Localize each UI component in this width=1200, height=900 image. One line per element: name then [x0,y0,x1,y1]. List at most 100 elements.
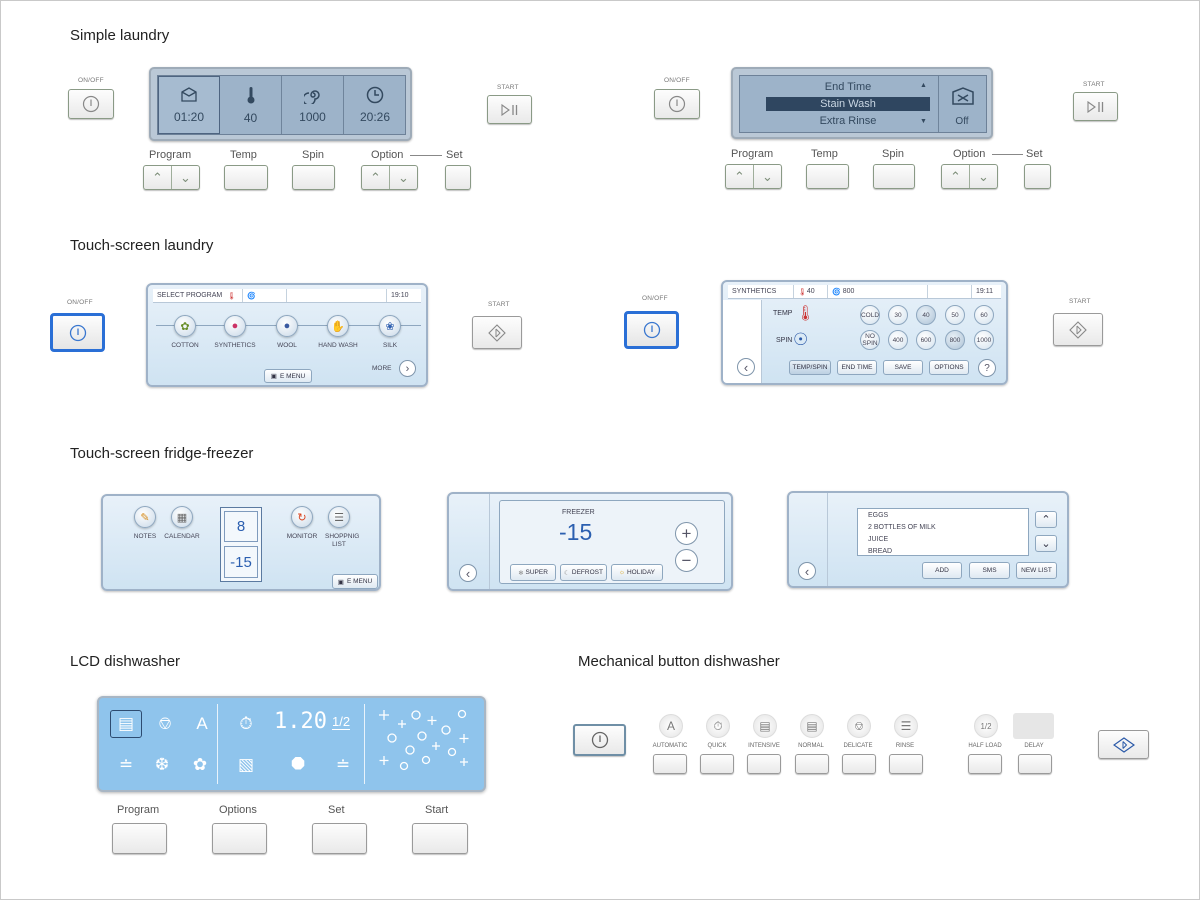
temp-option-50[interactable]: 50 [945,305,965,325]
spin-option-no-spin[interactable]: NO SPIN [860,330,880,350]
spin-button[interactable] [292,165,335,190]
set-button[interactable] [312,823,367,854]
start-button[interactable] [412,823,468,854]
status-bar: SELECT PROGRAM🌡 🌀 19:10 [153,289,421,303]
quick-button[interactable] [700,754,734,774]
program-wool[interactable]: ●WOOL [262,315,312,349]
chevron-down-icon[interactable]: ⌄ [969,165,997,188]
back-chevron-left-icon[interactable]: ‹ [737,358,755,376]
back-chevron-left-icon[interactable]: ‹ [459,564,477,582]
spin-option-800[interactable]: 800 [945,330,965,350]
on-off-button[interactable] [624,311,679,349]
set-button[interactable] [1024,164,1051,189]
chevron-up-icon[interactable]: ⌃ [950,168,961,184]
list-item: JUICE [868,536,889,543]
end-time-button[interactable]: END TIME [837,360,877,375]
start-pause-button[interactable] [487,95,532,124]
new-list-button[interactable]: NEW LIST [1016,562,1057,579]
spin-option-600[interactable]: 600 [916,330,936,350]
help-icon[interactable]: ? [978,359,996,377]
start-label: Start [425,804,449,816]
start-button[interactable] [472,316,522,349]
scroll-up-chevron-icon[interactable]: ⌃ [1035,511,1057,528]
intensive-button[interactable] [747,754,781,774]
chevron-down-icon[interactable]: ⌄ [389,166,417,189]
normal-button[interactable] [795,754,829,774]
add-button[interactable]: ADD [922,562,962,579]
e-menu-label: E MENU [346,578,373,585]
scroll-down-chevron-icon[interactable]: ⌄ [1035,535,1057,552]
monitor-label: MONITOR [286,533,318,540]
monitor-app[interactable]: ↻MONITOR [277,506,327,540]
fridge-temp[interactable]: 8 [224,511,258,542]
lcd-spin-value: 1000 [299,110,326,124]
e-menu-button[interactable]: ▣E MENU [332,574,378,589]
more-chevron-right-icon[interactable]: › [399,360,416,377]
e-menu-button[interactable]: ▣E MENU [264,369,312,383]
temp-option-40[interactable]: 40 [916,305,936,325]
on-off-button[interactable] [68,89,114,119]
program-button[interactable] [112,823,167,854]
start-pause-button[interactable] [1073,92,1118,121]
on-off-button[interactable] [573,724,626,756]
chevron-up-icon[interactable]: ⌃ [734,168,745,184]
freezer-temp[interactable]: -15 [224,546,258,578]
spin-row-label: SPIN [776,337,793,344]
spin-option-400[interactable]: 400 [888,330,908,350]
automatic-label: AUTOMATIC [652,743,688,749]
shopping-list-box[interactable]: EGGS 2 BOTTLES OF MILK JUICE BREAD [857,508,1029,556]
program-up-down[interactable]: ⌃⌄ [143,165,200,190]
shopping-list-app[interactable]: ☰SHOPPNIG LIST [314,506,364,549]
program-up-down[interactable]: ⌃⌄ [725,164,782,189]
chevron-up-icon[interactable]: ⌃ [370,169,381,185]
tab-temp-spin[interactable]: TEMP/SPIN [789,360,831,375]
automatic-button[interactable] [653,754,687,774]
chevron-down-icon[interactable]: ⌄ [753,165,781,188]
half-load-button[interactable] [968,754,1002,774]
super-button[interactable]: ❄SUPER [510,564,556,581]
defrost-button[interactable]: ☾DEFROST [560,564,607,581]
option-up-down[interactable]: ⌃⌄ [361,165,418,190]
temp-button[interactable] [806,164,849,189]
program-hand-wash[interactable]: ✋HAND WASH [313,315,363,349]
set-button[interactable] [445,165,471,190]
rinse-button[interactable] [889,754,923,774]
thermometer-icon [247,87,254,104]
options-button[interactable]: OPTIONS [929,360,969,375]
start-button[interactable] [1098,730,1149,759]
calendar-app[interactable]: ▦CALENDAR [157,506,207,540]
on-off-button[interactable] [654,89,700,119]
program-label: Program [117,804,160,816]
power-icon [668,95,686,113]
delicate-button[interactable] [842,754,876,774]
back-chevron-left-icon[interactable]: ‹ [798,562,816,580]
program-silk[interactable]: ❀SILK [365,315,415,349]
program-synthetics[interactable]: ●SYNTHETICS [210,315,260,349]
temp-option-60[interactable]: 60 [974,305,994,325]
touch-screen-synthetics: SYNTHETICS 🌡40 🌀800 19:11 ‹ TEMP 🌡 SPIN … [721,280,1008,385]
on-off-button[interactable] [50,313,105,352]
program-cotton[interactable]: ✿COTTON [160,315,210,349]
holiday-button[interactable]: ☼HOLIDAY [611,564,663,581]
sms-button[interactable]: SMS [969,562,1010,579]
temp-option-30[interactable]: 30 [888,305,908,325]
start-button[interactable] [1053,313,1103,346]
notes-app[interactable]: ✎NOTES [120,506,170,540]
chevron-up-icon[interactable]: ⌃ [152,169,163,185]
temp-button[interactable] [224,165,268,190]
spin-button[interactable] [873,164,915,189]
half-load-label: HALF LOAD [968,743,1002,749]
chevron-down-icon[interactable]: ⌄ [171,166,199,189]
temp-option-cold[interactable]: COLD [860,305,880,325]
increase-plus-icon[interactable]: + [675,522,698,545]
save-button[interactable]: SAVE [883,360,923,375]
super-label: SUPER [525,569,548,576]
decrease-minus-icon[interactable]: − [675,549,698,572]
normal-label: NORMAL [798,743,824,749]
automatic-icon: A [196,714,208,733]
options-button[interactable] [212,823,267,854]
delay-button[interactable] [1018,754,1052,774]
spin-option-1000[interactable]: 1000 [974,330,994,350]
option-up-down[interactable]: ⌃⌄ [941,164,998,189]
program-label: Program [149,149,192,161]
